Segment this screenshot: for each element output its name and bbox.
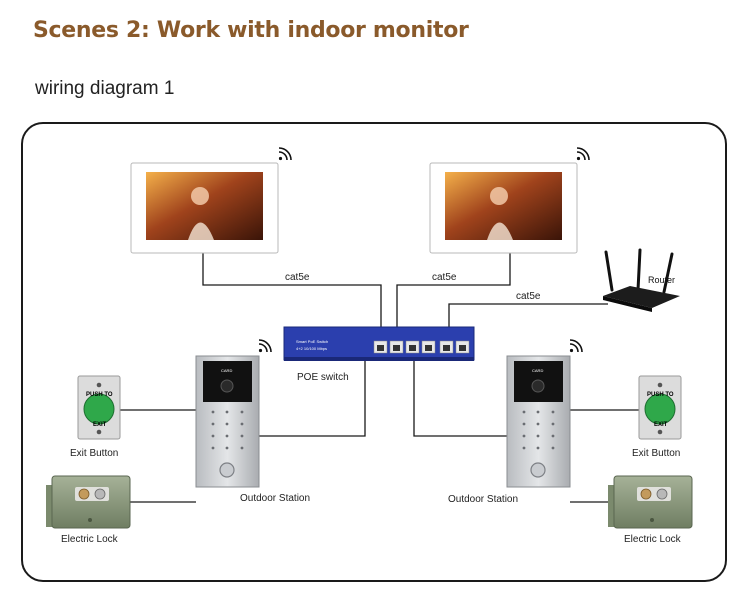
electric-lock-icon [46,475,131,529]
wifi-icon [569,339,583,353]
exit-button-top-text: PUSH TO [647,392,674,398]
wifi-icon [278,147,292,161]
exit-button-top-text: PUSH TO [86,392,113,398]
exit-button-bottom-text: EXIT [93,422,107,428]
exit-button-left-label: Exit Button [70,448,118,459]
indoor-monitor-left [130,162,279,254]
wire-switch-station-left [259,355,366,437]
outdoor-station-right: CARD [506,355,571,488]
outdoor-station-left-label: Outdoor Station [240,493,310,504]
switch-speed-text: 4+2 10/100 Mbps [296,346,327,351]
poe-switch-icon: Smart PoE Switch 4+2 10/100 Mbps [283,326,475,361]
exit-button-right-label: Exit Button [632,448,680,459]
electric-lock-icon [608,475,693,529]
indoor-monitor-right [429,162,578,254]
router-label: Router [648,275,675,285]
outdoor-station-left: CARD [195,355,260,488]
wire-monitor-left-switch [202,252,382,343]
wires [120,252,639,503]
station-card-text: CARD [221,368,232,373]
electric-lock-right-label: Electric Lock [624,534,682,545]
wire-switch-station-right [413,355,509,437]
wifi-icon [576,147,590,161]
cable-label-right: cat5e [432,272,457,283]
station-card-text: CARD [532,368,543,373]
cable-label-router: cat5e [516,291,541,302]
poe-switch-label: POE switch [297,372,349,383]
cable-label-left: cat5e [285,272,310,283]
exit-button-icon: PUSH TO EXIT [77,375,121,440]
switch-brand-text: Smart PoE Switch [296,339,328,344]
diagram-frame [21,122,727,582]
electric-lock-left-label: Electric Lock [61,534,119,545]
outdoor-station-right-label: Outdoor Station [448,494,518,505]
exit-button-bottom-text: EXIT [654,422,668,428]
page-subtitle: wiring diagram 1 [35,78,175,99]
wire-monitor-right-switch [396,252,511,343]
router-icon [603,248,680,312]
wifi-icon [258,339,272,353]
exit-button-icon: PUSH TO EXIT [638,375,682,440]
page-title: Scenes 2: Work with indoor monitor [33,18,469,43]
